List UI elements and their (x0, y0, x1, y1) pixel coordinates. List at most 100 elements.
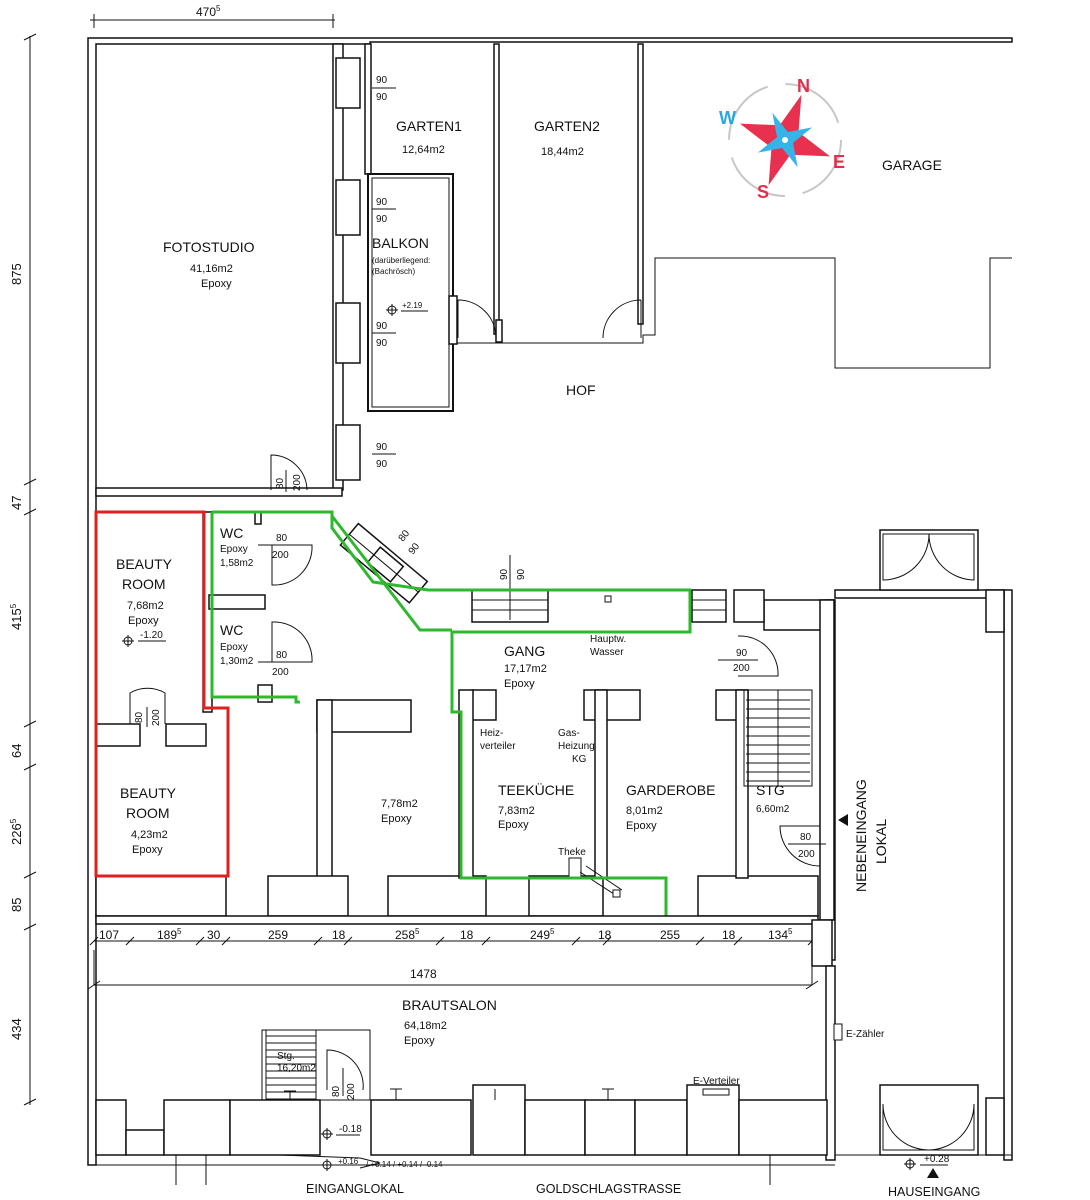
svg-text:12,64m2: 12,64m2 (402, 144, 445, 156)
theke (568, 857, 623, 898)
svg-text:7,83m2: 7,83m2 (498, 805, 535, 817)
stg-door: 80 200 (779, 814, 848, 867)
svg-text:+0.16: +0.16 (338, 1157, 359, 1166)
svg-text:80: 80 (276, 533, 288, 544)
svg-text:Epoxy: Epoxy (220, 544, 248, 555)
svg-text:E-Verteiler: E-Verteiler (693, 1076, 740, 1087)
svg-text:90: 90 (376, 321, 388, 332)
svg-text:+2.19: +2.19 (402, 301, 423, 310)
svg-text:-1.20: -1.20 (140, 630, 163, 641)
svg-text:18,44m2: 18,44m2 (541, 146, 584, 158)
svg-text:434: 434 (9, 1018, 24, 1040)
svg-text:16,20m2: 16,20m2 (277, 1063, 316, 1074)
svg-text:Wasser: Wasser (590, 647, 624, 658)
bottom-facade: E-Verteiler -0.18 +0.16 / +0.14 / +0.14 … (88, 1076, 835, 1185)
svg-text:BEAUTY: BEAUTY (116, 556, 173, 572)
svg-text:Heizung: Heizung (558, 741, 595, 752)
small-stair: Stg. 16,20m2 80 200 (261, 1029, 371, 1101)
svg-text:GANG: GANG (504, 643, 545, 659)
dimension-tick (695, 936, 705, 946)
svg-text:Epoxy: Epoxy (132, 844, 163, 856)
compass-n: N (797, 76, 810, 96)
svg-text:Epoxy: Epoxy (498, 819, 529, 831)
svg-text:GARAGE: GARAGE (882, 157, 942, 173)
svg-text:GARTEN2: GARTEN2 (534, 118, 600, 134)
dimension-tick (125, 936, 135, 946)
svg-text:107: 107 (99, 928, 119, 942)
svg-text:HOF: HOF (566, 382, 596, 398)
svg-text:Gas-: Gas- (558, 728, 580, 739)
top-dimension: 4705 (90, 4, 335, 28)
svg-text:Epoxy: Epoxy (201, 278, 232, 290)
svg-text:+0.28: +0.28 (924, 1154, 950, 1165)
dimension-tick (221, 936, 231, 946)
gang-door: 90 200 (718, 635, 779, 677)
svg-text:200: 200 (798, 849, 815, 860)
dimension-row: 107 1895 30 259 18 2585 18 2495 18 255 1… (87, 927, 819, 990)
svg-text:STG: STG (756, 782, 785, 798)
red-highlight (94, 510, 230, 878)
svg-text:GOLDSCHLAGSTRASSE: GOLDSCHLAGSTRASSE (536, 1182, 681, 1196)
svg-text:80: 80 (800, 832, 812, 843)
svg-text:Epoxy: Epoxy (128, 615, 159, 627)
svg-text:41,16m2: 41,16m2 (190, 263, 233, 275)
svg-text:90: 90 (376, 214, 388, 225)
svg-text:GARDEROBE: GARDEROBE (626, 782, 715, 798)
svg-text:80: 80 (397, 528, 413, 544)
svg-text:Epoxy: Epoxy (404, 1035, 435, 1047)
compass-w: W (719, 108, 736, 128)
brautsalon: BRAUTSALON 64,18m2 Epoxy E-Zähler (402, 997, 885, 1047)
svg-text:200: 200 (346, 1083, 357, 1100)
svg-text:90: 90 (407, 541, 423, 557)
hauseingang-doors: +0.28 (835, 1084, 1012, 1178)
svg-text:47: 47 (9, 496, 24, 510)
svg-text:18: 18 (332, 928, 346, 942)
svg-text:1895: 1895 (157, 927, 182, 942)
svg-text:WC: WC (220, 622, 243, 638)
svg-text:90: 90 (376, 442, 388, 453)
svg-text:8,01m2: 8,01m2 (626, 805, 663, 817)
svg-text:-0.18: -0.18 (339, 1124, 362, 1135)
svg-text:1345: 1345 (768, 927, 793, 942)
svg-text:90: 90 (376, 459, 388, 470)
nebeneingang-doors (879, 529, 1005, 633)
svg-text:90: 90 (516, 568, 527, 580)
dimension-tick (571, 936, 581, 946)
middle-labels: BEAUTY ROOM 7,68m2 Epoxy -1.20 80 200 BE… (116, 525, 889, 892)
left-dimension-labels: 875 47 4155 64 2265 85 434 (9, 263, 24, 1040)
svg-text:EINGANGLOKAL: EINGANGLOKAL (306, 1182, 404, 1196)
svg-text:TEEKÜCHE: TEEKÜCHE (498, 781, 574, 798)
svg-text:2495: 2495 (530, 927, 555, 942)
wc-doors: 80 200 80 200 (258, 533, 313, 678)
svg-text:1,58m2: 1,58m2 (220, 558, 254, 569)
svg-text:FOTOSTUDIO: FOTOSTUDIO (163, 239, 255, 255)
stairs (743, 689, 813, 787)
svg-text:2585: 2585 (395, 927, 420, 942)
svg-text:259: 259 (268, 928, 288, 942)
dimension-tick (733, 936, 743, 946)
svg-text:Epoxy: Epoxy (504, 678, 535, 690)
svg-text:E-Zähler: E-Zähler (846, 1029, 885, 1040)
svg-text:85: 85 (9, 898, 24, 912)
svg-text:/ +0.14 / +0.14 / -0.14: / +0.14 / +0.14 / -0.14 (366, 1160, 443, 1169)
svg-text:1,30m2: 1,30m2 (220, 656, 254, 667)
svg-text:18: 18 (598, 928, 612, 942)
svg-text:255: 255 (660, 928, 680, 942)
svg-text:7,68m2: 7,68m2 (127, 600, 164, 612)
svg-text:80: 80 (276, 650, 288, 661)
svg-text:4,23m2: 4,23m2 (131, 829, 168, 841)
svg-text:200: 200 (292, 474, 303, 491)
svg-text:18: 18 (722, 928, 736, 942)
svg-text:64,18m2: 64,18m2 (404, 1020, 447, 1032)
svg-text:LOKAL: LOKAL (873, 819, 889, 864)
dimension-tick (195, 936, 205, 946)
left-dimension-line (23, 33, 37, 1106)
svg-text:875: 875 (9, 263, 24, 285)
svg-text:KG: KG (572, 754, 587, 765)
svg-text:Theke: Theke (558, 847, 586, 858)
svg-text:6,60m2: 6,60m2 (756, 804, 790, 815)
upper-labels: FOTOSTUDIO 41,16m2 Epoxy GARTEN1 12,64m2… (163, 118, 942, 398)
dimension-tick (313, 936, 323, 946)
svg-text:90: 90 (499, 568, 510, 580)
